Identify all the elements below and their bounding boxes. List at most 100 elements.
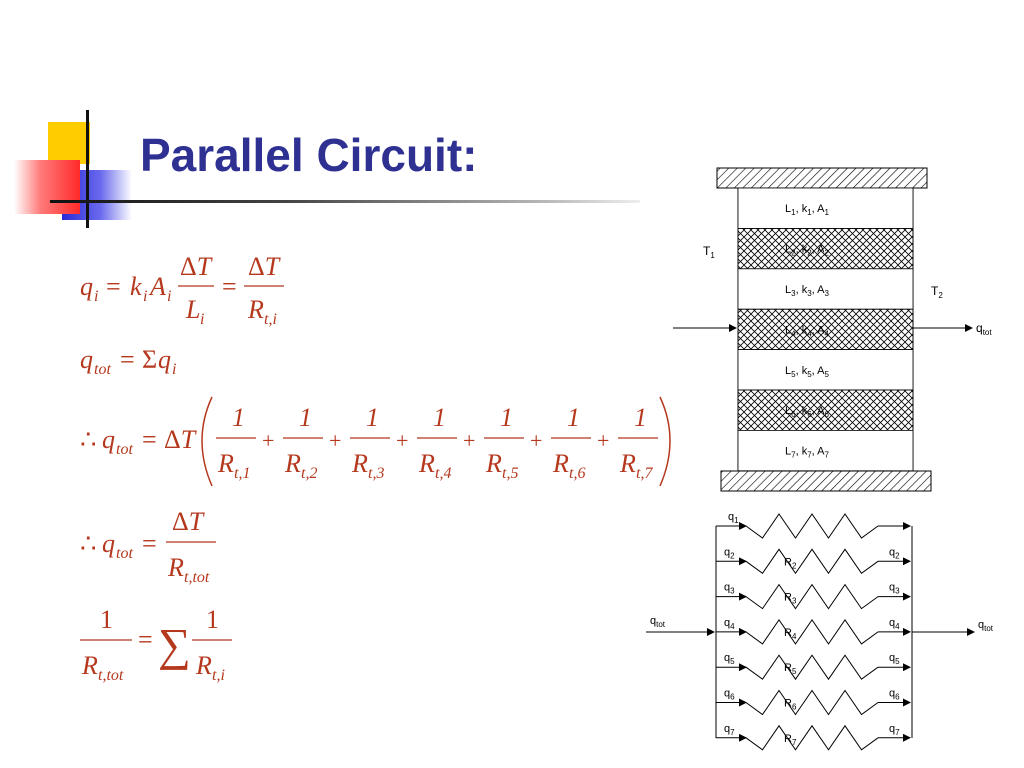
svg-text:q: q [158,345,171,374]
svg-text:=: = [120,345,135,374]
svg-text:t,i: t,i [212,667,225,684]
plus-sign: + [597,428,609,453]
svg-text:i: i [143,288,147,305]
branch-heat-label-7: q7 [724,723,735,737]
deco-red-square [14,160,80,214]
fraction-denominator: R [485,449,502,478]
resistor-6 [745,689,879,716]
svg-text:=: = [138,625,153,654]
fraction-subscript: t,5 [502,465,518,482]
svg-text:Σ: Σ [142,345,157,374]
deco-vertical-line [86,110,89,228]
svg-text:ΔT: ΔT [164,425,197,454]
svg-text:tot: tot [116,441,133,458]
fraction-subscript: t,1 [234,465,250,482]
resistor-2 [745,548,879,575]
svg-text:=: = [142,425,157,454]
svg-text:1: 1 [206,605,219,634]
wall-layer-label-6: L6, k6, A6 [785,405,830,419]
fraction-denominator: R [418,449,435,478]
fraction-denominator: R [217,449,234,478]
plus-sign: + [329,428,341,453]
fraction-subscript: t,7 [636,465,653,482]
svg-text:1: 1 [100,605,113,634]
svg-text:=: = [222,272,237,301]
parallel-resistance-circuit: qtot qtot q1q2R2q2q3R3q3q4R4q4q5R5q5q6R6… [646,511,994,751]
fraction-denominator: R [284,449,301,478]
svg-text:i: i [167,288,171,305]
svg-text:q: q [80,345,93,374]
wall-layer-4 [737,308,914,350]
branch-heat-label-right-5: q5 [889,652,900,666]
resistor-label-3: R3 [784,592,797,606]
svg-text:R: R [167,553,184,582]
svg-text:ΔT: ΔT [248,252,281,281]
svg-text:R: R [247,295,264,324]
equation-heat-rate-layer: q i = k i A i ΔT L i = ΔT R t,i [80,252,284,328]
fraction-denominator: R [619,449,636,478]
resistor-label-7: R7 [784,733,797,747]
branch-heat-label-right-4: q4 [889,617,900,631]
svg-text:t,i: t,i [264,311,277,328]
svg-text:R: R [195,651,212,680]
plus-sign: + [530,428,542,453]
resistor-label-2: R2 [784,556,797,570]
wall-layer-5 [737,349,914,391]
deco-horizontal-line [50,200,640,203]
fraction-denominator: R [351,449,368,478]
branch-heat-label-1: q1 [728,511,739,525]
wall-layer-label-4: L4, k4, A4 [785,324,830,338]
resistor-5 [745,654,879,681]
wall-layer-6 [737,389,914,431]
svg-text:i: i [200,311,204,328]
svg-text:ΔT: ΔT [172,507,205,536]
fraction-subscript: t,6 [569,465,585,482]
plus-sign: + [262,428,274,453]
right-temperature-label: T2 [931,284,943,300]
branch-heat-label-4: q4 [724,617,735,631]
wall-layer-label-2: L2, k2, A2 [785,244,830,258]
fraction-numerator: 1 [500,403,513,432]
fraction-numerator: 1 [433,403,446,432]
resistor-7 [745,724,879,751]
svg-text:ΔT: ΔT [180,252,213,281]
svg-text:R: R [81,651,98,680]
svg-text:A: A [148,272,166,301]
wall-layer-label-7: L7, k7, A7 [785,446,830,460]
branch-heat-label-right-2: q2 [889,546,900,560]
fraction-numerator: 1 [634,403,647,432]
svg-text:tot: tot [94,361,111,378]
svg-text:i: i [172,361,176,378]
equation-total-resistance: 1 R t,tot = ∑ 1 R t,i [80,605,232,684]
resistor-4 [745,619,879,645]
top-insulation [716,167,928,189]
equation-total-heat-resistance: ∴ q tot = ΔT R t,tot [80,507,216,586]
branch-heat-label-3: q3 [724,582,735,596]
svg-text:q: q [102,529,115,558]
svg-text:tot: tot [116,545,133,562]
resistor-3 [745,583,879,610]
wall-layer-7 [737,429,914,472]
fraction-numerator: 1 [366,403,379,432]
svg-text:L: L [185,295,200,324]
wall-layer-1 [737,187,914,229]
resistor-label-4: R4 [784,627,797,641]
equations-block: q i = k i A i ΔT L i = ΔT R t,i q tot = … [80,252,671,684]
svg-text:q: q [80,272,93,301]
svg-text:i: i [94,288,98,305]
fraction-numerator: 1 [299,403,312,432]
plus-sign: + [463,428,475,453]
svg-text:∴: ∴ [80,529,97,558]
wall-layer-label-5: L5, k5, A5 [785,365,830,379]
fraction-numerator: 1 [567,403,580,432]
branch-heat-label-5: q5 [724,652,735,666]
branch-heat-label-right-7: q7 [889,723,900,737]
fraction-denominator: R [552,449,569,478]
svg-text:=: = [142,529,157,558]
resistor-label-6: R6 [784,698,797,712]
svg-text:t,tot: t,tot [98,667,124,684]
fraction-subscript: t,3 [368,465,384,482]
branch-heat-label-right-3: q3 [889,582,900,596]
